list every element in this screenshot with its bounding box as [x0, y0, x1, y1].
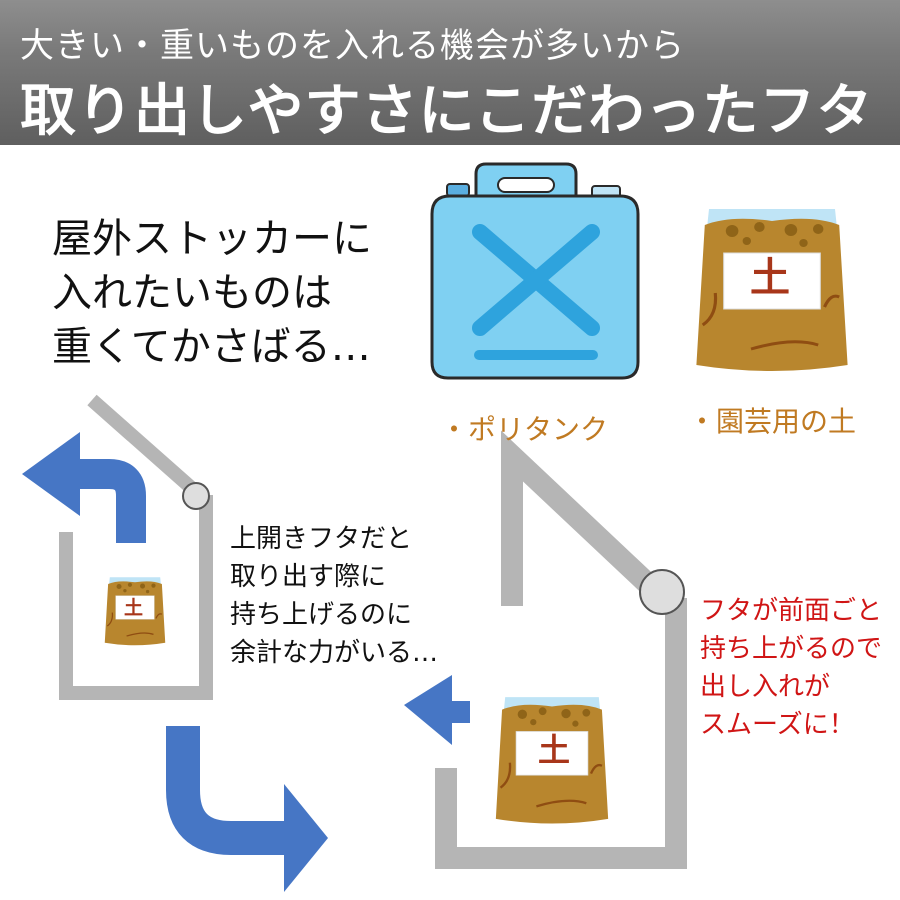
top-open-line: 上開きフタだと — [230, 524, 413, 554]
front-open-line: 出し入れが — [700, 672, 831, 702]
top-open-line: 取り出す際に — [230, 562, 387, 592]
arrow-up-left-icon — [78, 459, 146, 543]
intro-line: 重くてかさばる… — [52, 324, 371, 370]
soil-label: ・園芸用の土 — [688, 405, 857, 438]
header-title: 取り出しやすさにこだわったフタ — [20, 79, 874, 144]
front-open-stocker — [435, 430, 687, 869]
front-open-line: 持ち上がるので — [700, 634, 883, 664]
header-subtitle: 大きい・重いものを入れる機会が多いから — [20, 26, 685, 66]
intro-text: 屋外ストッカーに 入れたいものは 重くてかさばる… — [52, 212, 372, 374]
polytank-icon — [430, 162, 640, 380]
front-open-text: フタが前面ごと 持ち上がるので 出し入れが スムーズに！ — [700, 592, 882, 744]
header-banner: 大きい・重いものを入れる機会が多いから 取り出しやすさにこだわったフタ — [0, 0, 900, 145]
top-open-stocker — [59, 394, 213, 700]
top-open-line: 持ち上げるのに — [230, 600, 413, 630]
intro-line: 屋外ストッカーに — [52, 216, 372, 262]
soil-bag-label: 土 — [750, 255, 790, 301]
front-open-line: フタが前面ごと — [700, 596, 883, 626]
intro-line: 入れたいものは — [52, 270, 332, 316]
soil-bag-large-label: 土 — [538, 731, 571, 769]
arrow-down-right-icon — [166, 726, 285, 855]
top-open-text: 上開きフタだと 取り出す際に 持ち上げるのに 余計な力がいる… — [230, 520, 438, 672]
front-open-line: スムーズに！ — [700, 710, 855, 740]
soil-bag-small-label: 土 — [124, 597, 144, 619]
top-open-line: 余計な力がいる… — [230, 638, 439, 668]
polytank-label: ・ポリタンク — [440, 413, 609, 446]
